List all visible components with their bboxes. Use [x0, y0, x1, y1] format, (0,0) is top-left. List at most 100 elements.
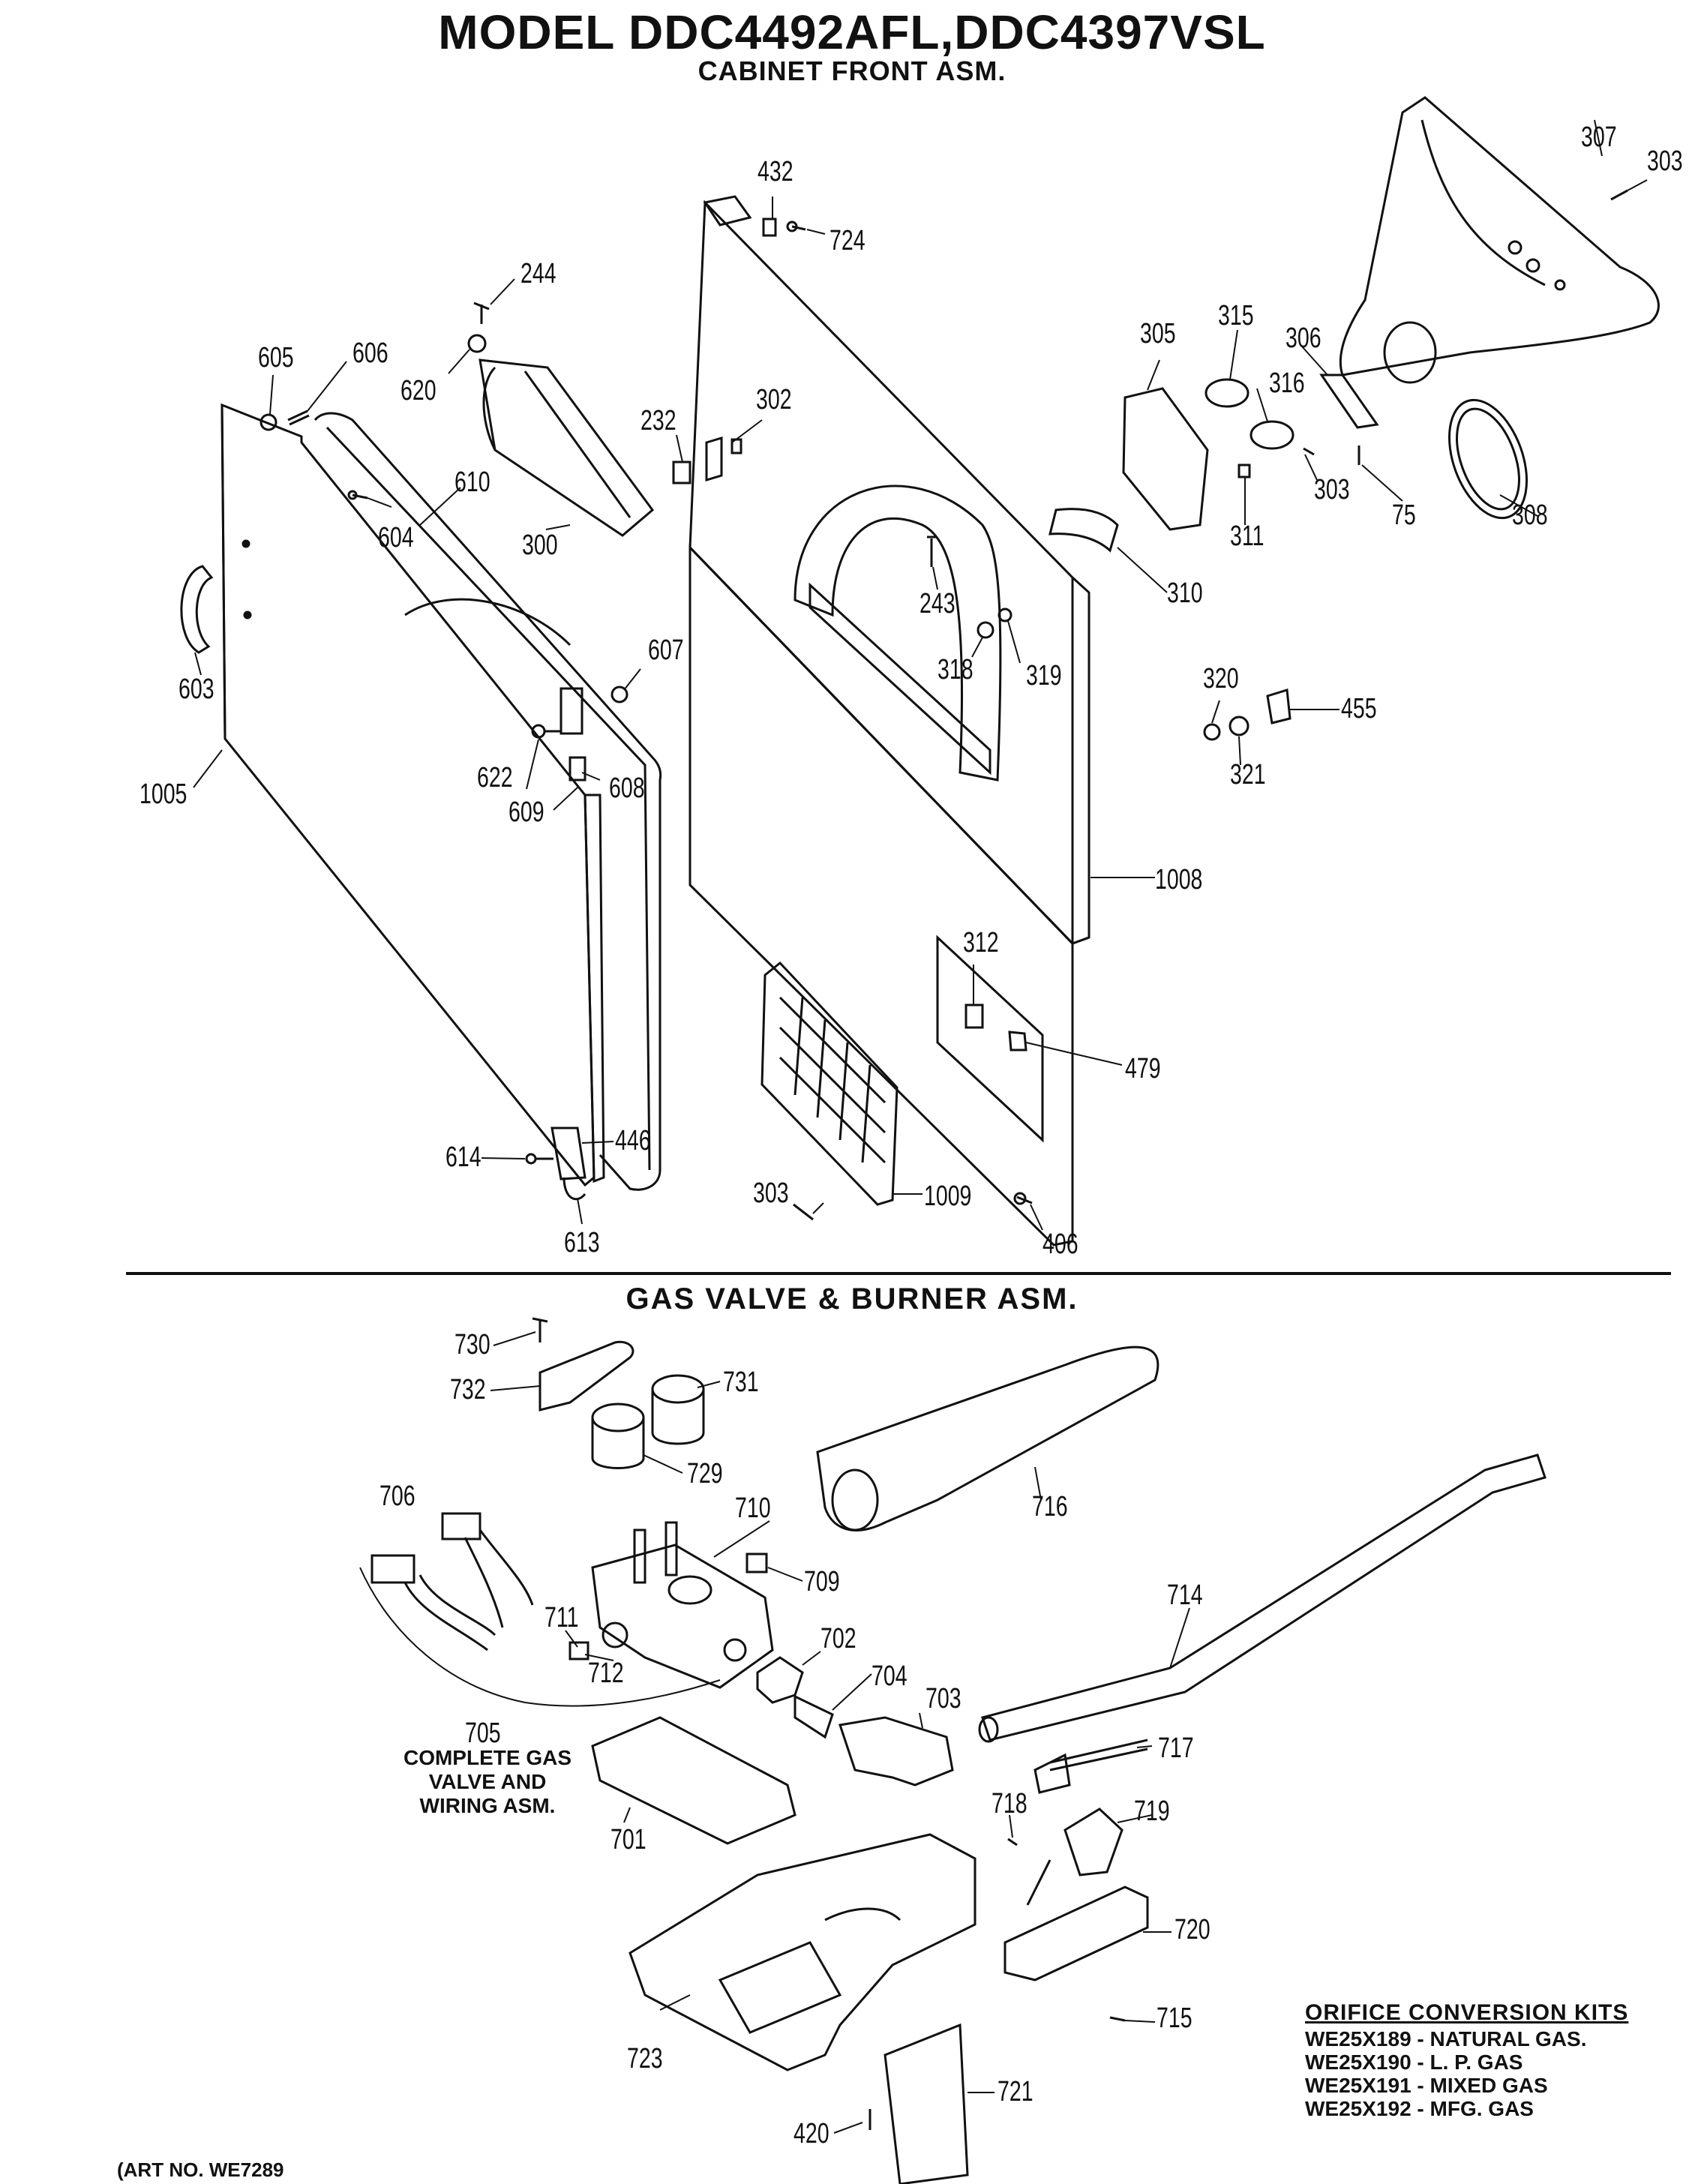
callout-1009: 1009 [924, 1180, 972, 1212]
callout-605: 605 [258, 342, 294, 374]
callout-305: 305 [1140, 318, 1176, 350]
callout-720: 720 [1174, 1914, 1210, 1946]
washer-605 [260, 413, 278, 431]
thermostat-315 [1204, 378, 1250, 408]
screw-head-724 [786, 220, 798, 232]
screw-303a [1610, 189, 1628, 201]
callout-308: 308 [1512, 500, 1548, 531]
shield-720 [1004, 1886, 1149, 1982]
door-seal-610 [314, 412, 662, 1191]
shield-721 [884, 2023, 969, 2184]
gasket-302 [705, 436, 723, 482]
callout-306: 306 [1286, 322, 1322, 354]
callout-1008: 1008 [1155, 864, 1203, 896]
callout-613: 613 [564, 1227, 600, 1258]
gas-valve-710 [591, 1521, 774, 1689]
callout-315: 315 [1218, 300, 1254, 332]
bottom-hinge-446 [525, 1126, 586, 1201]
callout-730: 730 [454, 1329, 490, 1360]
callout-316: 316 [1269, 368, 1305, 399]
front-panel-1008 [688, 195, 1090, 1246]
leader-lines [193, 119, 1648, 2134]
screw-730 [532, 1317, 548, 1342]
fitting-711 [568, 1641, 590, 1660]
note-705-line3: WIRING ASM. [419, 1794, 556, 1817]
callout-303-grille: 303 [753, 1178, 789, 1209]
callout-232: 232 [640, 405, 676, 436]
thermostat-316 [1250, 420, 1294, 450]
washer-318 [976, 621, 994, 639]
callout-307: 307 [1581, 122, 1617, 153]
callout-406: 406 [1042, 1228, 1078, 1260]
callout-319: 319 [1026, 660, 1062, 692]
callout-715: 715 [1156, 2002, 1192, 2034]
wire-harness-706 [359, 1512, 721, 1707]
callout-703: 703 [926, 1683, 962, 1714]
callout-721: 721 [998, 2076, 1034, 2108]
orifice-kits-title: ORIFICE CONVERSION KITS [1305, 2000, 1629, 2025]
orifice-704 [794, 1694, 834, 1739]
callout-300: 300 [522, 530, 558, 561]
coil-729 [591, 1402, 645, 1469]
callout-709: 709 [804, 1566, 840, 1598]
callout-620: 620 [400, 375, 436, 406]
igniter-717 [1034, 1738, 1148, 1794]
callout-705: 705 [465, 1718, 501, 1749]
callout-603: 603 [178, 674, 214, 705]
clip-311 [1238, 464, 1251, 478]
orifice-kit-item: WE25X190 - L. P. GAS [1305, 2050, 1523, 2074]
callout-608: 608 [609, 772, 645, 804]
page-title: MODEL DDC4492AFL,DDC4397VSL [438, 5, 1266, 59]
callout-311: 311 [1230, 520, 1264, 552]
callout-714: 714 [1167, 1580, 1203, 1611]
bracket-732 [538, 1340, 634, 1412]
screw-head-604 [347, 490, 358, 500]
callout-712: 712 [588, 1658, 624, 1689]
pin-243 [927, 536, 936, 567]
duct-307 [1339, 96, 1660, 384]
washer-620 [467, 334, 487, 353]
grille-1009 [760, 961, 898, 1206]
clip-432 [762, 218, 777, 237]
callout-302: 302 [756, 384, 792, 416]
screw-244 [473, 302, 490, 324]
bracket-310 [1048, 508, 1119, 553]
callout-717: 717 [1158, 1732, 1194, 1764]
ring-319 [998, 608, 1012, 622]
lint-filter-300 [478, 358, 655, 537]
screw-303b [1303, 447, 1315, 456]
callout-606: 606 [352, 338, 388, 369]
door-handle-603 [180, 565, 214, 654]
door-liner-609 [584, 794, 605, 1184]
elbow-703 [838, 1716, 954, 1786]
section-title-cabinet: CABINET FRONT ASM. [698, 56, 1006, 86]
bracket-701 [591, 1716, 796, 1845]
art-number: (ART NO. WE7289 [117, 2158, 284, 2181]
door-hinge-608 [531, 687, 586, 782]
ring-seal-308 [1448, 398, 1528, 520]
callout-432: 432 [758, 156, 794, 188]
screw-606 [287, 410, 310, 426]
callout-446: 446 [615, 1125, 651, 1156]
screw-604 [352, 494, 368, 500]
callout-731: 731 [723, 1366, 759, 1398]
callout-719: 719 [1134, 1796, 1170, 1827]
coil-731 [651, 1374, 705, 1445]
callout-1005: 1005 [140, 778, 188, 810]
callout-718: 718 [992, 1788, 1028, 1820]
bracket-305 [1122, 387, 1209, 531]
switch-455 [1266, 688, 1292, 724]
note-705: COMPLETE GAS VALVE AND WIRING ASM. [375, 1746, 600, 1818]
callout-75: 75 [1392, 500, 1416, 531]
callout-318: 318 [938, 654, 974, 686]
burner-tube-714 [978, 1454, 1546, 1743]
fitting-709 [746, 1552, 768, 1574]
switch-479 [1008, 1030, 1028, 1052]
callout-614: 614 [446, 1142, 482, 1173]
callout-312: 312 [963, 927, 999, 958]
bracket-306 [1319, 374, 1379, 429]
callout-607: 607 [648, 634, 684, 666]
callout-724: 724 [830, 225, 866, 256]
orifice-kits: ORIFICE CONVERSION KITS WE25X189 - NATUR… [1305, 2001, 1628, 2120]
